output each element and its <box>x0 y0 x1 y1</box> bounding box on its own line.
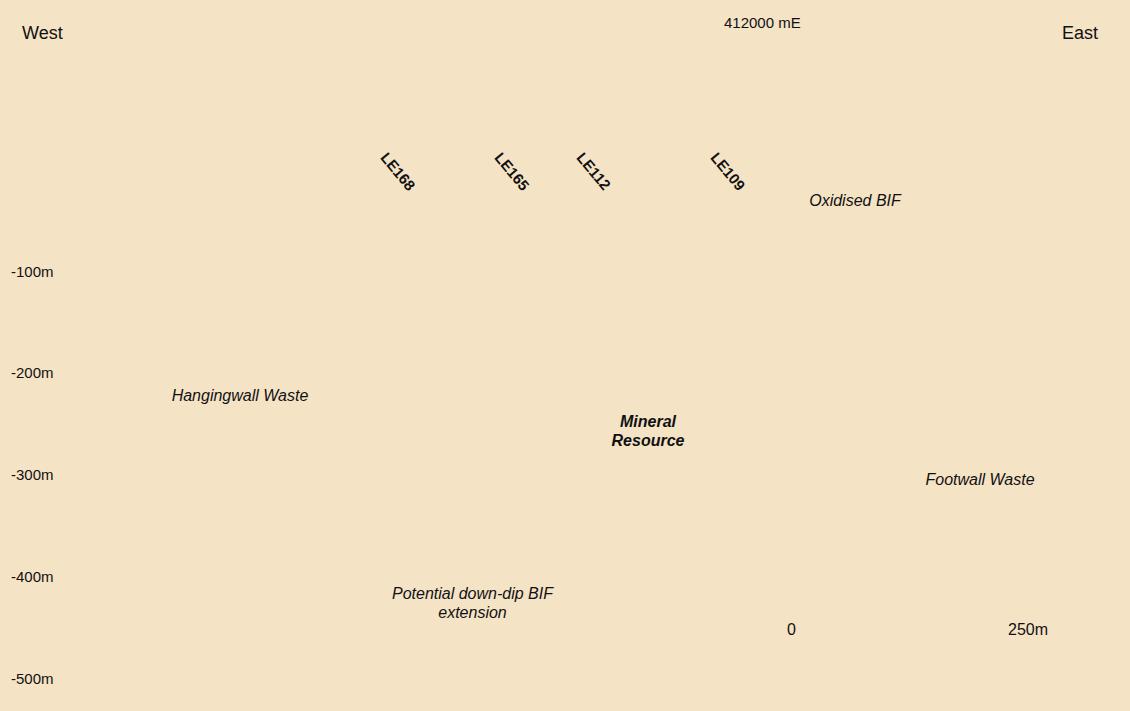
rock-region: Mineral Resource <box>497 216 962 697</box>
region-outline <box>497 216 962 697</box>
direction-label: West <box>22 24 63 43</box>
region-outline <box>0 178 717 711</box>
scale-label: 250m <box>1008 620 1048 639</box>
drillhole-label: LE112 <box>573 148 615 193</box>
rock-region: Hangingwall Waste <box>0 178 717 711</box>
rock-region: Potential down-dip BIF extension <box>293 455 620 711</box>
direction-label: East <box>1062 24 1098 43</box>
depth-label: -400m <box>11 567 54 586</box>
scale-label: 0 <box>787 620 796 639</box>
region-label: Mineral Resource <box>600 412 696 450</box>
rock-region: Oxidised BIF <box>675 178 1003 232</box>
drillhole-label: LE165 <box>491 148 534 194</box>
depth-label: -500m <box>11 669 54 688</box>
region-outline <box>293 455 620 711</box>
depth-label: -200m <box>11 363 54 382</box>
region-label: Hangingwall Waste <box>160 386 320 405</box>
easting-label: 412000 mE <box>724 13 801 32</box>
depth-label: -300m <box>11 465 54 484</box>
drillhole-label: LE168 <box>377 148 420 194</box>
depth-label: -100m <box>11 262 54 281</box>
region-label: Potential down-dip BIF extension <box>385 584 560 622</box>
region-outline <box>612 178 1130 711</box>
rock-region: Footwall Waste <box>612 178 1130 711</box>
region-label: Footwall Waste <box>910 470 1050 489</box>
drillhole-label: LE109 <box>707 148 750 194</box>
region-label: Oxidised BIF <box>800 191 910 210</box>
